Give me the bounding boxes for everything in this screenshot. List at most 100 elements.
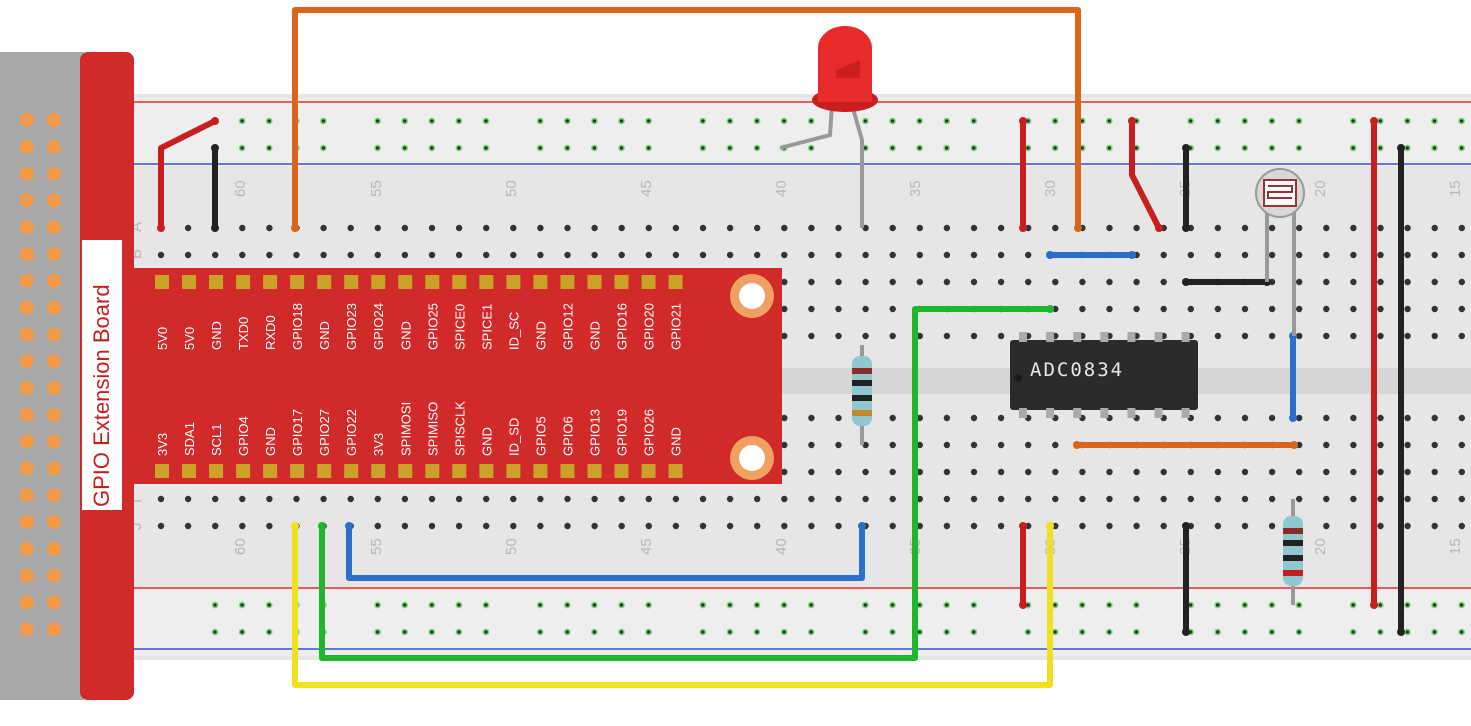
led-mark (836, 60, 860, 78)
breadboard-hole (510, 495, 517, 503)
chip-pin (1127, 332, 1136, 342)
breadboard-hole (1458, 522, 1466, 530)
breadboard-hole (781, 278, 788, 286)
breadboard-hole (184, 224, 192, 232)
breadboard-hole (781, 251, 788, 259)
breadboard-hole (1377, 251, 1384, 259)
rail-hole-center (1215, 146, 1220, 150)
breadboard-hole (212, 495, 219, 503)
breadboard-hole (889, 224, 896, 232)
chip-pin (1154, 332, 1163, 342)
rail-hole-center (267, 146, 272, 150)
breadboard-hole (835, 495, 842, 503)
pin-label: 3V3 (155, 433, 170, 456)
breadboard-hole (1052, 522, 1059, 530)
rail-hole-center (1351, 146, 1355, 150)
breadboard-hole (1350, 414, 1357, 422)
pin-pad (236, 275, 251, 289)
breadboard-hole (1404, 251, 1411, 259)
breadboard-hole (943, 224, 951, 232)
breadboard-hole (835, 224, 842, 232)
breadboard-hole (1350, 224, 1357, 232)
wire-black-top-end (1182, 224, 1190, 232)
resistor-band (1283, 528, 1303, 534)
pin-pad (155, 464, 169, 478)
rail-hole-center (890, 630, 895, 634)
rail-hole-center (728, 603, 732, 607)
breadboard-hole (1431, 522, 1438, 530)
pin-label: GND (263, 427, 278, 456)
column-number: 60 (232, 538, 249, 555)
rail-hole-center (1405, 119, 1410, 123)
header-hole (47, 381, 61, 395)
breadboard-hole (1160, 278, 1167, 286)
breadboard-hole (1404, 224, 1411, 232)
rail-hole-center (1432, 146, 1437, 150)
column-number: 35 (907, 180, 924, 197)
pin-label: GPIO21 (669, 303, 684, 350)
rail-hole-center (809, 630, 813, 634)
rail-hole-center (375, 119, 380, 123)
pin-label: ID_SD (506, 418, 521, 456)
breadboard-hole (970, 441, 978, 449)
breadboard-hole (1214, 468, 1222, 476)
pin-pad (668, 275, 683, 289)
breadboard-hole (808, 495, 815, 503)
rail-hole-center (240, 603, 244, 607)
rail-hole-center (1107, 146, 1112, 150)
rail-hole-center (863, 119, 868, 123)
rail-hole-center (457, 146, 461, 150)
led-leg-1 (779, 104, 834, 150)
rail-hole-center (782, 603, 786, 607)
breadboard-hole (1458, 224, 1466, 232)
rail-hole-center (592, 146, 597, 150)
rail-hole-center (1215, 603, 1220, 607)
rail-hole-center (1378, 630, 1383, 634)
breadboard-hole (754, 522, 761, 530)
breadboard-hole (1431, 332, 1438, 340)
wire-red-5v-end (211, 117, 219, 125)
breadboard-hole (1133, 278, 1140, 286)
rail-hole-center (592, 603, 597, 607)
wire-green-end (318, 522, 326, 530)
breadboard-hole (401, 495, 409, 503)
breadboard-hole (943, 468, 951, 476)
header-hole (47, 407, 61, 422)
breadboard-hole (1160, 522, 1167, 530)
breadboard-hole (293, 251, 300, 259)
breadboard-hole (1133, 495, 1140, 503)
chip-body (1010, 340, 1198, 410)
breadboard-hole (1404, 278, 1411, 286)
breadboard-hole (835, 468, 842, 476)
breadboard-hole (266, 224, 273, 232)
breadboard-hole (320, 224, 327, 232)
rail-hole-center (701, 119, 705, 123)
rail-hole-center (538, 119, 542, 123)
rail-hole-center (1215, 630, 1220, 634)
breadboard-hole (1377, 441, 1384, 449)
breadboard-hole (1350, 468, 1357, 476)
wire-red-top2 (1129, 118, 1162, 231)
pin-pad (560, 275, 575, 289)
chip-pin (1100, 332, 1109, 342)
header-hole (20, 622, 34, 637)
rail-hole-center (430, 146, 434, 150)
pin-pad (317, 275, 332, 289)
rail-hole-center (213, 630, 217, 634)
column-number: 30 (1042, 180, 1059, 197)
breadboard-hole (808, 441, 815, 449)
breadboard-hole (320, 495, 327, 503)
breadboard-hole (1133, 468, 1140, 476)
wire-yellow (292, 523, 1053, 688)
wire-red-5v (158, 118, 218, 231)
breadboard-hole (808, 224, 815, 232)
column-number: 55 (368, 180, 385, 197)
gpio-board-tongue (130, 268, 782, 484)
breadboard-hole (1106, 224, 1113, 232)
breadboard-hole (699, 495, 707, 503)
header-hole (47, 354, 61, 369)
breadboard-hole (916, 522, 923, 530)
breadboard-hole (889, 332, 896, 340)
chip-pin (1181, 408, 1190, 418)
pin-label: GPIO22 (344, 409, 359, 456)
